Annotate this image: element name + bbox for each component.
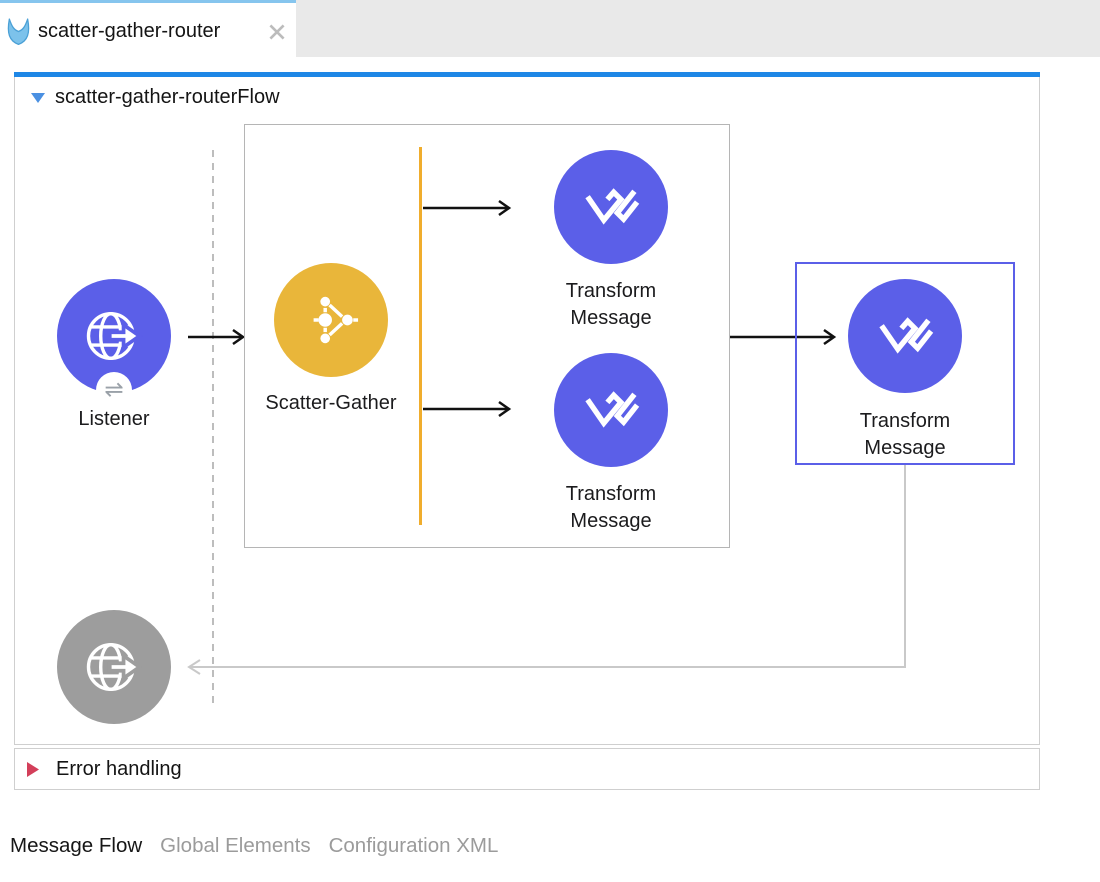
expand-triangle-icon[interactable] [27, 761, 39, 777]
globe-arrow-icon [86, 311, 143, 361]
flow-canvas: scatter-gather-routerFlow [13, 72, 1040, 745]
exchange-arrows-icon: ⇌ [104, 376, 124, 403]
tab-global-elements[interactable]: Global Elements [160, 834, 311, 857]
node-transform-bottom[interactable] [554, 353, 668, 467]
dataweave-icon [585, 390, 640, 428]
node-label-transform-bottom: Transform Message [565, 483, 657, 532]
flow-accent-bar [13, 72, 1040, 77]
tab-configuration-xml[interactable]: Configuration XML [328, 834, 499, 857]
mule-logo-icon [7, 17, 30, 45]
error-handling-section[interactable]: Error handling [14, 748, 1040, 790]
node-listener[interactable] [57, 279, 171, 393]
node-transform-top[interactable] [554, 150, 668, 264]
node-label-scatter-gather: Scatter-Gather [265, 392, 397, 414]
view-tabs: Message Flow Global Elements Configurati… [10, 834, 498, 858]
close-icon[interactable] [266, 21, 288, 43]
node-scatter-gather[interactable] [274, 263, 388, 377]
selection-box [795, 262, 1015, 465]
globe-arrow-icon [86, 642, 143, 692]
flow-title: scatter-gather-routerFlow [55, 86, 280, 108]
error-handling-label: Error handling [56, 757, 182, 780]
editor-tab-scatter-gather-router[interactable]: scatter-gather-router [0, 0, 296, 60]
node-label-transform-final: Transform Message [859, 410, 951, 459]
tab-message-flow[interactable]: Message Flow [10, 834, 143, 857]
scatter-gather-icon [313, 296, 359, 344]
scatter-gather-scope-box [244, 124, 730, 548]
tabbar-empty-area [296, 0, 1100, 57]
node-transform-final[interactable] [848, 279, 962, 393]
collapse-triangle-icon[interactable] [31, 93, 45, 104]
node-label-transform-top: Transform Message [565, 280, 657, 329]
scatter-gather-route-bar [419, 147, 422, 525]
node-response-disabled[interactable] [57, 610, 171, 724]
tab-title: scatter-gather-router [38, 20, 221, 42]
message-exchange-badge: ⇌ [96, 372, 132, 408]
dataweave-icon [879, 316, 934, 354]
editor-tabbar: scatter-gather-router [0, 0, 1100, 60]
node-label-listener: Listener [78, 408, 150, 430]
dataweave-icon [585, 187, 640, 225]
